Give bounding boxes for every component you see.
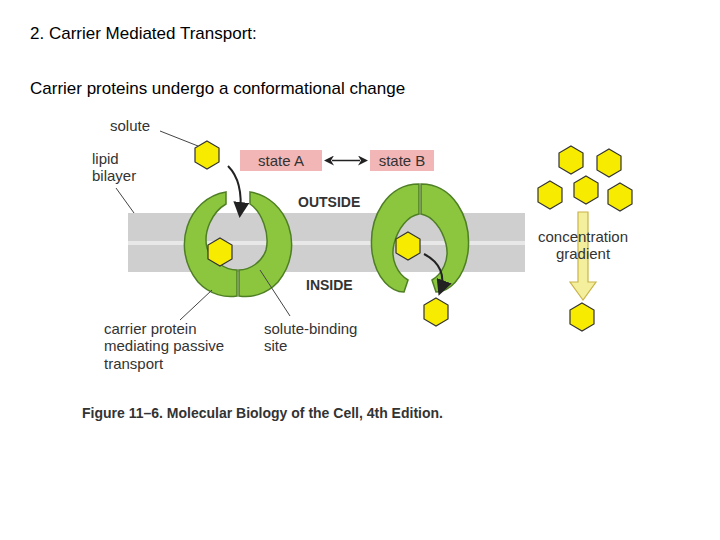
double-arrow — [332, 160, 360, 162]
region-label: INSIDE — [306, 277, 353, 293]
part-label: carrier protein mediating passive transp… — [104, 320, 236, 372]
part-label: solute-binding site — [264, 320, 376, 355]
figure-caption: Figure 11–6. Molecular Biology of the Ce… — [82, 405, 443, 421]
part-label: concentration gradient — [523, 228, 643, 263]
release-arrow — [424, 254, 442, 292]
slide-title: 2. Carrier Mediated Transport: — [30, 24, 257, 44]
state-label: state A — [255, 152, 307, 169]
part-label: lipid bilayer — [92, 150, 152, 185]
carrier-protein-state-b — [371, 184, 468, 292]
state-box: state B — [370, 150, 434, 171]
carrier-protein-state-a — [184, 192, 291, 297]
part-label: solute — [110, 117, 150, 134]
state-label: state B — [376, 152, 429, 169]
binding-arrow — [228, 166, 241, 214]
state-box: state A — [240, 150, 322, 171]
subtitle: Carrier proteins undergo a conformationa… — [30, 79, 405, 99]
region-label: OUTSIDE — [298, 194, 360, 210]
